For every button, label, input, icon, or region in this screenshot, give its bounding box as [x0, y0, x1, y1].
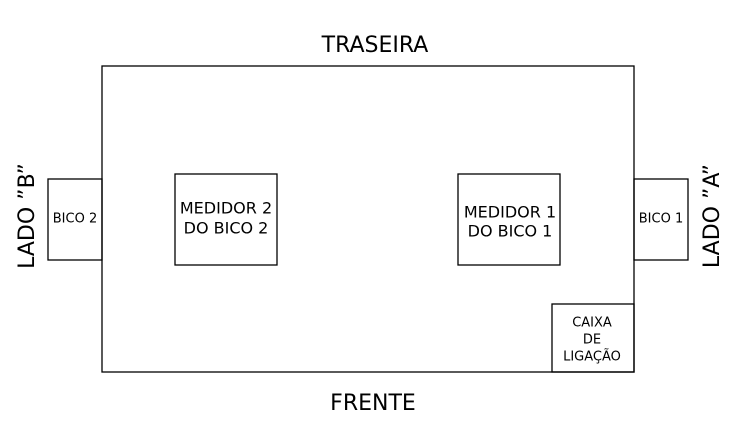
junction-box-label-line3: LIGAÇÃO — [563, 349, 621, 365]
junction-box-label-line2: DE — [583, 333, 601, 348]
meter-1-box — [457, 173, 561, 266]
side-a-label: LADO ”A” — [700, 164, 725, 268]
junction-box — [551, 303, 635, 373]
meter-1-label-line1: MEDIDOR 1 — [464, 203, 556, 222]
meter-2-box — [174, 173, 278, 266]
meter-2-label-line2: DO BICO 2 — [184, 219, 269, 238]
front-label: FRENTE — [330, 391, 416, 416]
nozzle-2-box — [47, 178, 103, 261]
nozzle-1-box — [633, 178, 689, 261]
rear-label: TRASEIRA — [321, 33, 429, 58]
meter-1-label-line2: DO BICO 1 — [468, 222, 553, 241]
meter-2-label-line1: MEDIDOR 2 — [180, 199, 272, 218]
nozzle-1-label: BICO 1 — [639, 212, 683, 227]
side-b-label: LADO ”B” — [15, 163, 40, 269]
nozzle-2-label: BICO 2 — [53, 212, 97, 227]
junction-box-label-line1: CAIXA — [572, 316, 612, 331]
